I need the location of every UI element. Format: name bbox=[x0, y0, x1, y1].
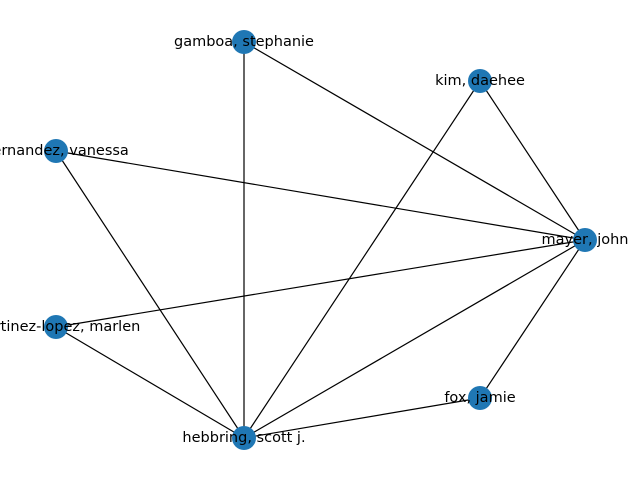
node-label-fox: fox, jamie bbox=[444, 390, 515, 406]
node-martinez bbox=[44, 315, 68, 339]
edges-layer bbox=[55, 41, 586, 439]
node-fox bbox=[468, 386, 492, 410]
node-label-kim: kim, daehee bbox=[435, 73, 525, 89]
node-label-hernandez: hernandez, vanessa bbox=[0, 143, 129, 159]
node-kim bbox=[468, 69, 492, 93]
node-label-gamboa: gamboa, stephanie bbox=[174, 34, 314, 50]
node-hebbring bbox=[232, 426, 256, 450]
edge-mayer-fox bbox=[479, 239, 586, 399]
node-mayer bbox=[573, 228, 597, 252]
node-hernandez bbox=[44, 139, 68, 163]
node-label-hebbring: hebbring, scott j. bbox=[182, 430, 305, 446]
edge-kim-hebbring bbox=[243, 80, 481, 439]
edge-kim-mayer bbox=[479, 80, 586, 241]
edge-gamboa-mayer bbox=[243, 41, 586, 241]
edge-hernandez-mayer bbox=[55, 150, 586, 241]
node-label-martinez: martinez-lopez, marlen bbox=[0, 319, 140, 335]
edge-martinez-hebbring bbox=[55, 326, 245, 439]
node-label-mayer: mayer, john bbox=[542, 232, 629, 248]
nodes-layer bbox=[44, 30, 597, 450]
edge-fox-hebbring bbox=[243, 397, 481, 439]
labels-layer: gamboa, stephanie kim, daehee hernandez, v… bbox=[0, 34, 628, 446]
edge-mayer-martinez bbox=[55, 239, 586, 328]
node-gamboa bbox=[232, 30, 256, 54]
edge-hernandez-hebbring bbox=[55, 150, 245, 439]
edge-mayer-hebbring bbox=[243, 239, 586, 439]
